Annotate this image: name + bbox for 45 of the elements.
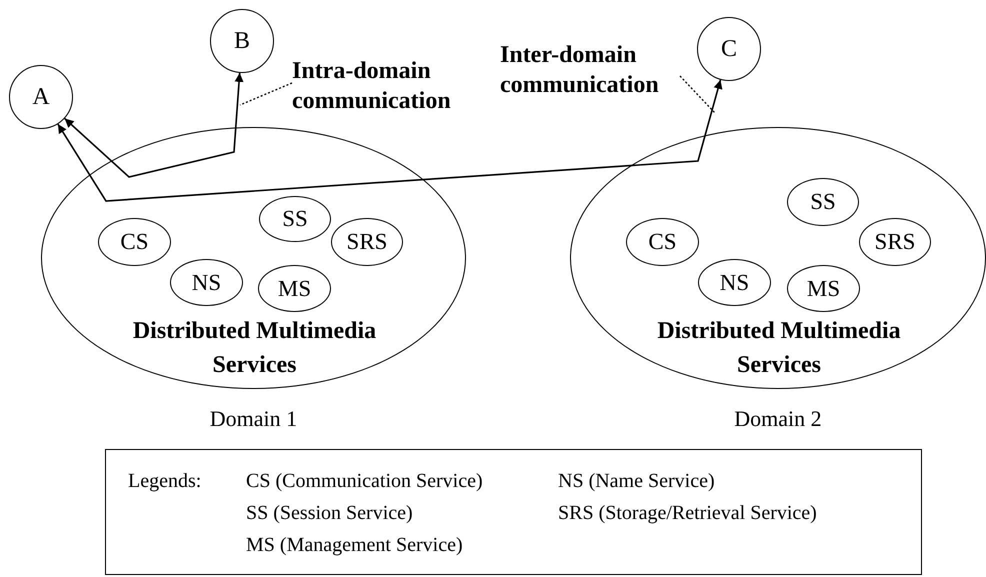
- node-label: C: [720, 36, 737, 62]
- service-ellipse: [331, 218, 403, 266]
- domain-title: Distributed Multimedia Services: [132, 317, 378, 380]
- node-circle: [697, 17, 761, 81]
- node-label: NS: [192, 270, 222, 296]
- domain-ellipse: [41, 127, 466, 389]
- service-ellipse: [259, 196, 331, 242]
- leader-line: [680, 76, 716, 114]
- node-label: SS: [810, 189, 836, 215]
- annotation-text: Intra-domain communication: [292, 57, 452, 116]
- legend-entry: NS (Name Service): [558, 470, 715, 493]
- legend-entry: MS (Management Service): [246, 534, 463, 557]
- domain-title: Distributed Multimedia Services: [656, 317, 902, 380]
- node-label: MS: [278, 276, 312, 302]
- service-ellipse: [626, 218, 699, 266]
- legend-box: [105, 449, 922, 575]
- node-label: SRS: [346, 229, 388, 255]
- legend-entry: SS (Session Service): [246, 502, 413, 525]
- domain-ellipse: [570, 127, 986, 389]
- service-ellipse: [98, 218, 171, 266]
- legend-heading: Legends:: [128, 470, 202, 493]
- node-label: MS: [806, 276, 840, 302]
- service-ellipse: [859, 218, 931, 266]
- node-circle: [9, 65, 73, 129]
- legend-entry: CS (Communication Service): [246, 470, 483, 493]
- node-label: B: [234, 28, 250, 54]
- arrow: [64, 72, 244, 178]
- legend-entry: SRS (Storage/Retrieval Service): [558, 502, 817, 525]
- leader-line: [240, 82, 292, 106]
- node-label: NS: [720, 270, 750, 296]
- service-ellipse: [787, 178, 859, 226]
- node-circle: [210, 9, 274, 73]
- service-ellipse: [698, 259, 771, 306]
- node-label: SRS: [874, 229, 916, 255]
- node-label: CS: [648, 229, 677, 255]
- annotation-text: Inter-domain communication: [500, 41, 660, 100]
- service-ellipse: [787, 265, 860, 312]
- node-label: A: [32, 84, 50, 110]
- service-ellipse: [170, 259, 243, 306]
- node-label: SS: [282, 206, 308, 232]
- service-ellipse: [258, 265, 331, 312]
- arrow: [57, 80, 722, 202]
- domain-label: Domain 1: [208, 406, 298, 432]
- domain-label: Domain 2: [733, 406, 823, 432]
- node-label: CS: [120, 229, 149, 255]
